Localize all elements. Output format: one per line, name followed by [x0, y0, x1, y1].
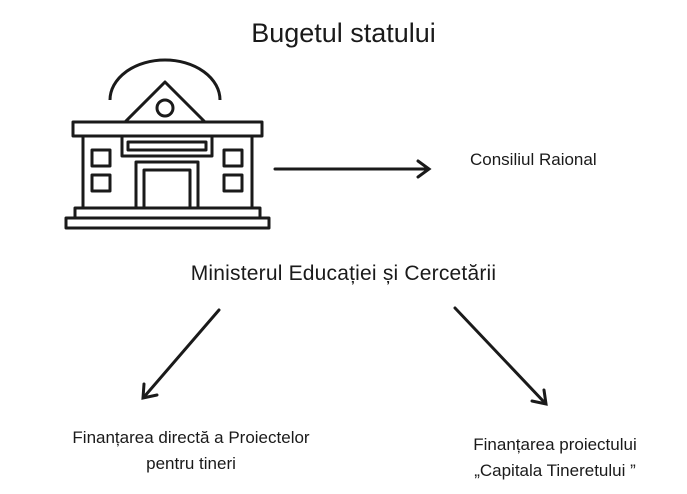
right-branch-line2: „Capitala Tineretului ”: [474, 461, 636, 481]
arrow-right-icon: [273, 159, 432, 179]
left-branch-line2: pentru tineri: [146, 454, 236, 474]
node-right-branch: Finanțarea proiectului „Capitala Tineret…: [410, 432, 687, 485]
right-branch-line1: Finanțarea proiectului: [473, 435, 637, 454]
node-consiliul-raional: Consiliul Raional: [470, 150, 597, 169]
left-branch-line1: Finanțarea directă a Proiectelor: [72, 428, 310, 447]
diagram-title: Bugetul statului: [251, 18, 436, 48]
arrow-down-left-icon: [141, 308, 221, 400]
node-left-branch: Finanțarea directă a Proiectelor pentru …: [0, 425, 386, 478]
node-minister: Ministerul Educației și Cercetării: [190, 262, 497, 285]
arrow-down-right-icon: [453, 306, 548, 406]
government-building-icon: [64, 58, 271, 230]
